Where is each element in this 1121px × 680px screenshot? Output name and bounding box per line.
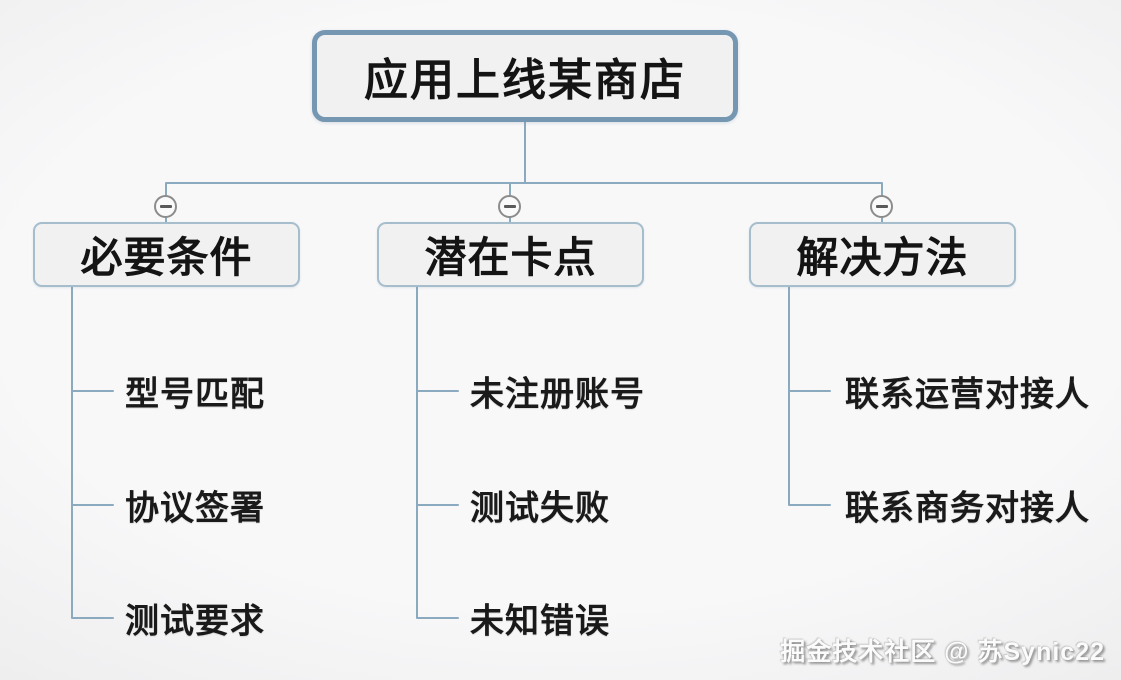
connector-branch2-tree xyxy=(416,286,459,619)
watermark: 掘金技术社区 @ 苏Synic22 xyxy=(780,638,1105,666)
connector-branch3-tree xyxy=(788,286,831,506)
child-node[interactable]: 未注册账号 xyxy=(470,375,645,414)
collapse-minus-icon[interactable] xyxy=(498,195,521,218)
connector-branch1-tree xyxy=(71,286,114,619)
branch-node-label: 解决方法 xyxy=(796,234,969,281)
branch-node-solutions[interactable]: 解决方法 xyxy=(749,222,1016,287)
child-node[interactable]: 型号匹配 xyxy=(125,375,265,414)
branch-node-label: 潜在卡点 xyxy=(424,234,597,281)
root-node-label: 应用上线某商店 xyxy=(364,56,686,105)
minus-bar xyxy=(159,205,172,208)
child-node[interactable]: 测试失败 xyxy=(470,489,610,528)
collapse-minus-icon[interactable] xyxy=(870,195,893,218)
branch-node-necessary-conditions[interactable]: 必要条件 xyxy=(33,222,300,287)
root-node[interactable]: 应用上线某商店 xyxy=(312,30,738,122)
collapse-minus-icon[interactable] xyxy=(154,195,177,218)
child-node[interactable]: 未知错误 xyxy=(470,602,610,641)
branch-node-label: 必要条件 xyxy=(80,234,253,281)
child-node[interactable]: 协议签署 xyxy=(125,489,265,528)
connector-root-rail xyxy=(165,121,883,223)
child-node[interactable]: 联系商务对接人 xyxy=(845,489,1090,528)
child-node[interactable]: 联系运营对接人 xyxy=(845,375,1090,414)
child-node[interactable]: 测试要求 xyxy=(125,602,265,641)
minus-bar xyxy=(875,205,888,208)
branch-node-potential-blockers[interactable]: 潜在卡点 xyxy=(377,222,644,287)
minus-bar xyxy=(503,205,516,208)
